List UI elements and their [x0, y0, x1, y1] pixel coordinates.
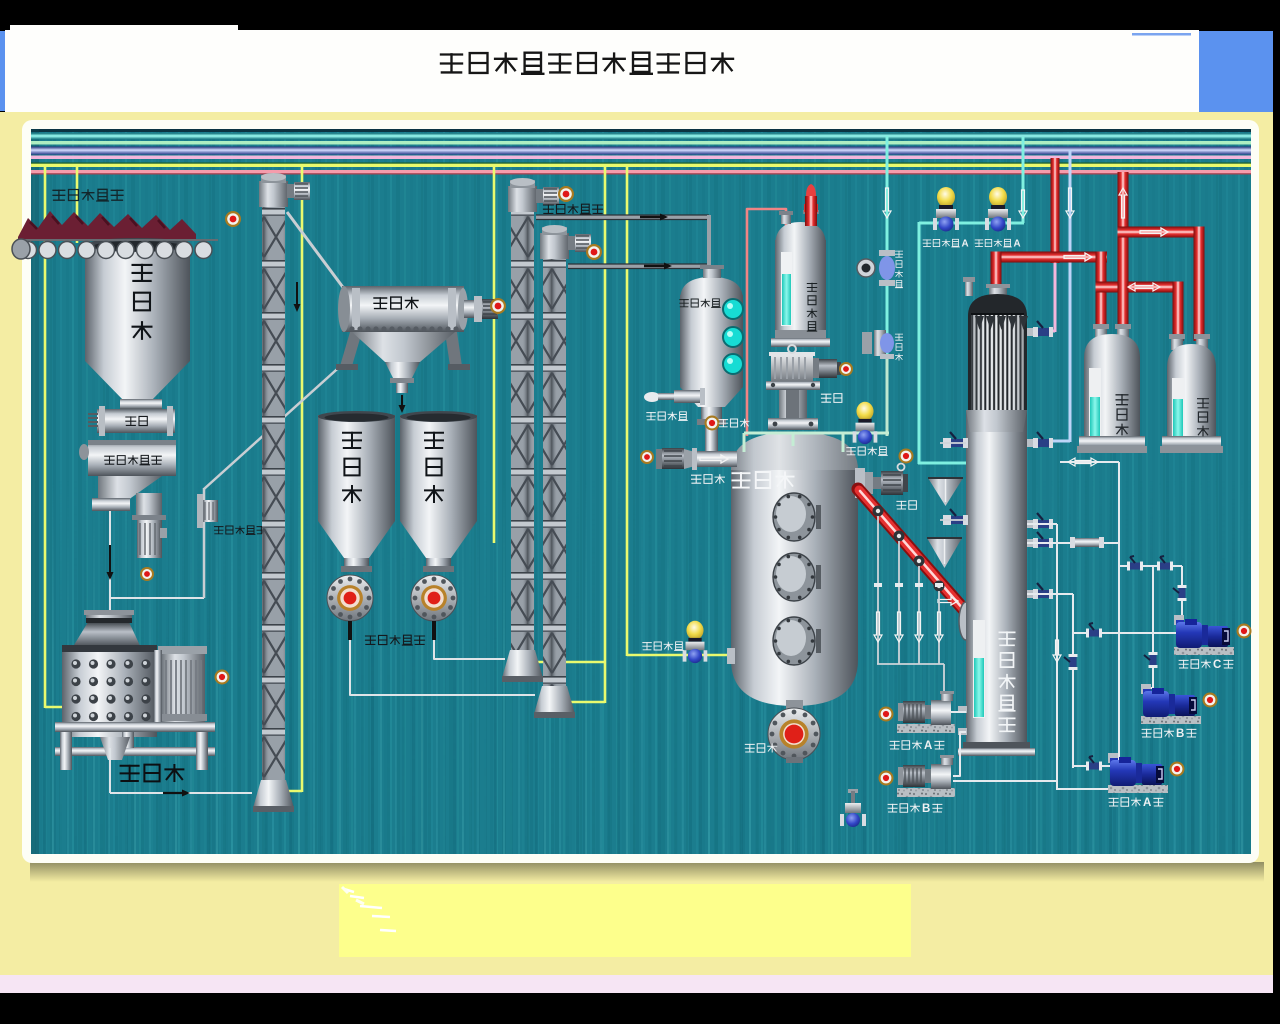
svg-text:B: B [922, 803, 930, 815]
svg-text:A: A [1143, 797, 1151, 809]
svg-text:A: A [1013, 239, 1020, 250]
svg-text:A: A [924, 740, 932, 752]
svg-text:C: C [1213, 659, 1221, 671]
svg-text:A: A [961, 239, 968, 250]
svg-text:B: B [1176, 728, 1184, 740]
